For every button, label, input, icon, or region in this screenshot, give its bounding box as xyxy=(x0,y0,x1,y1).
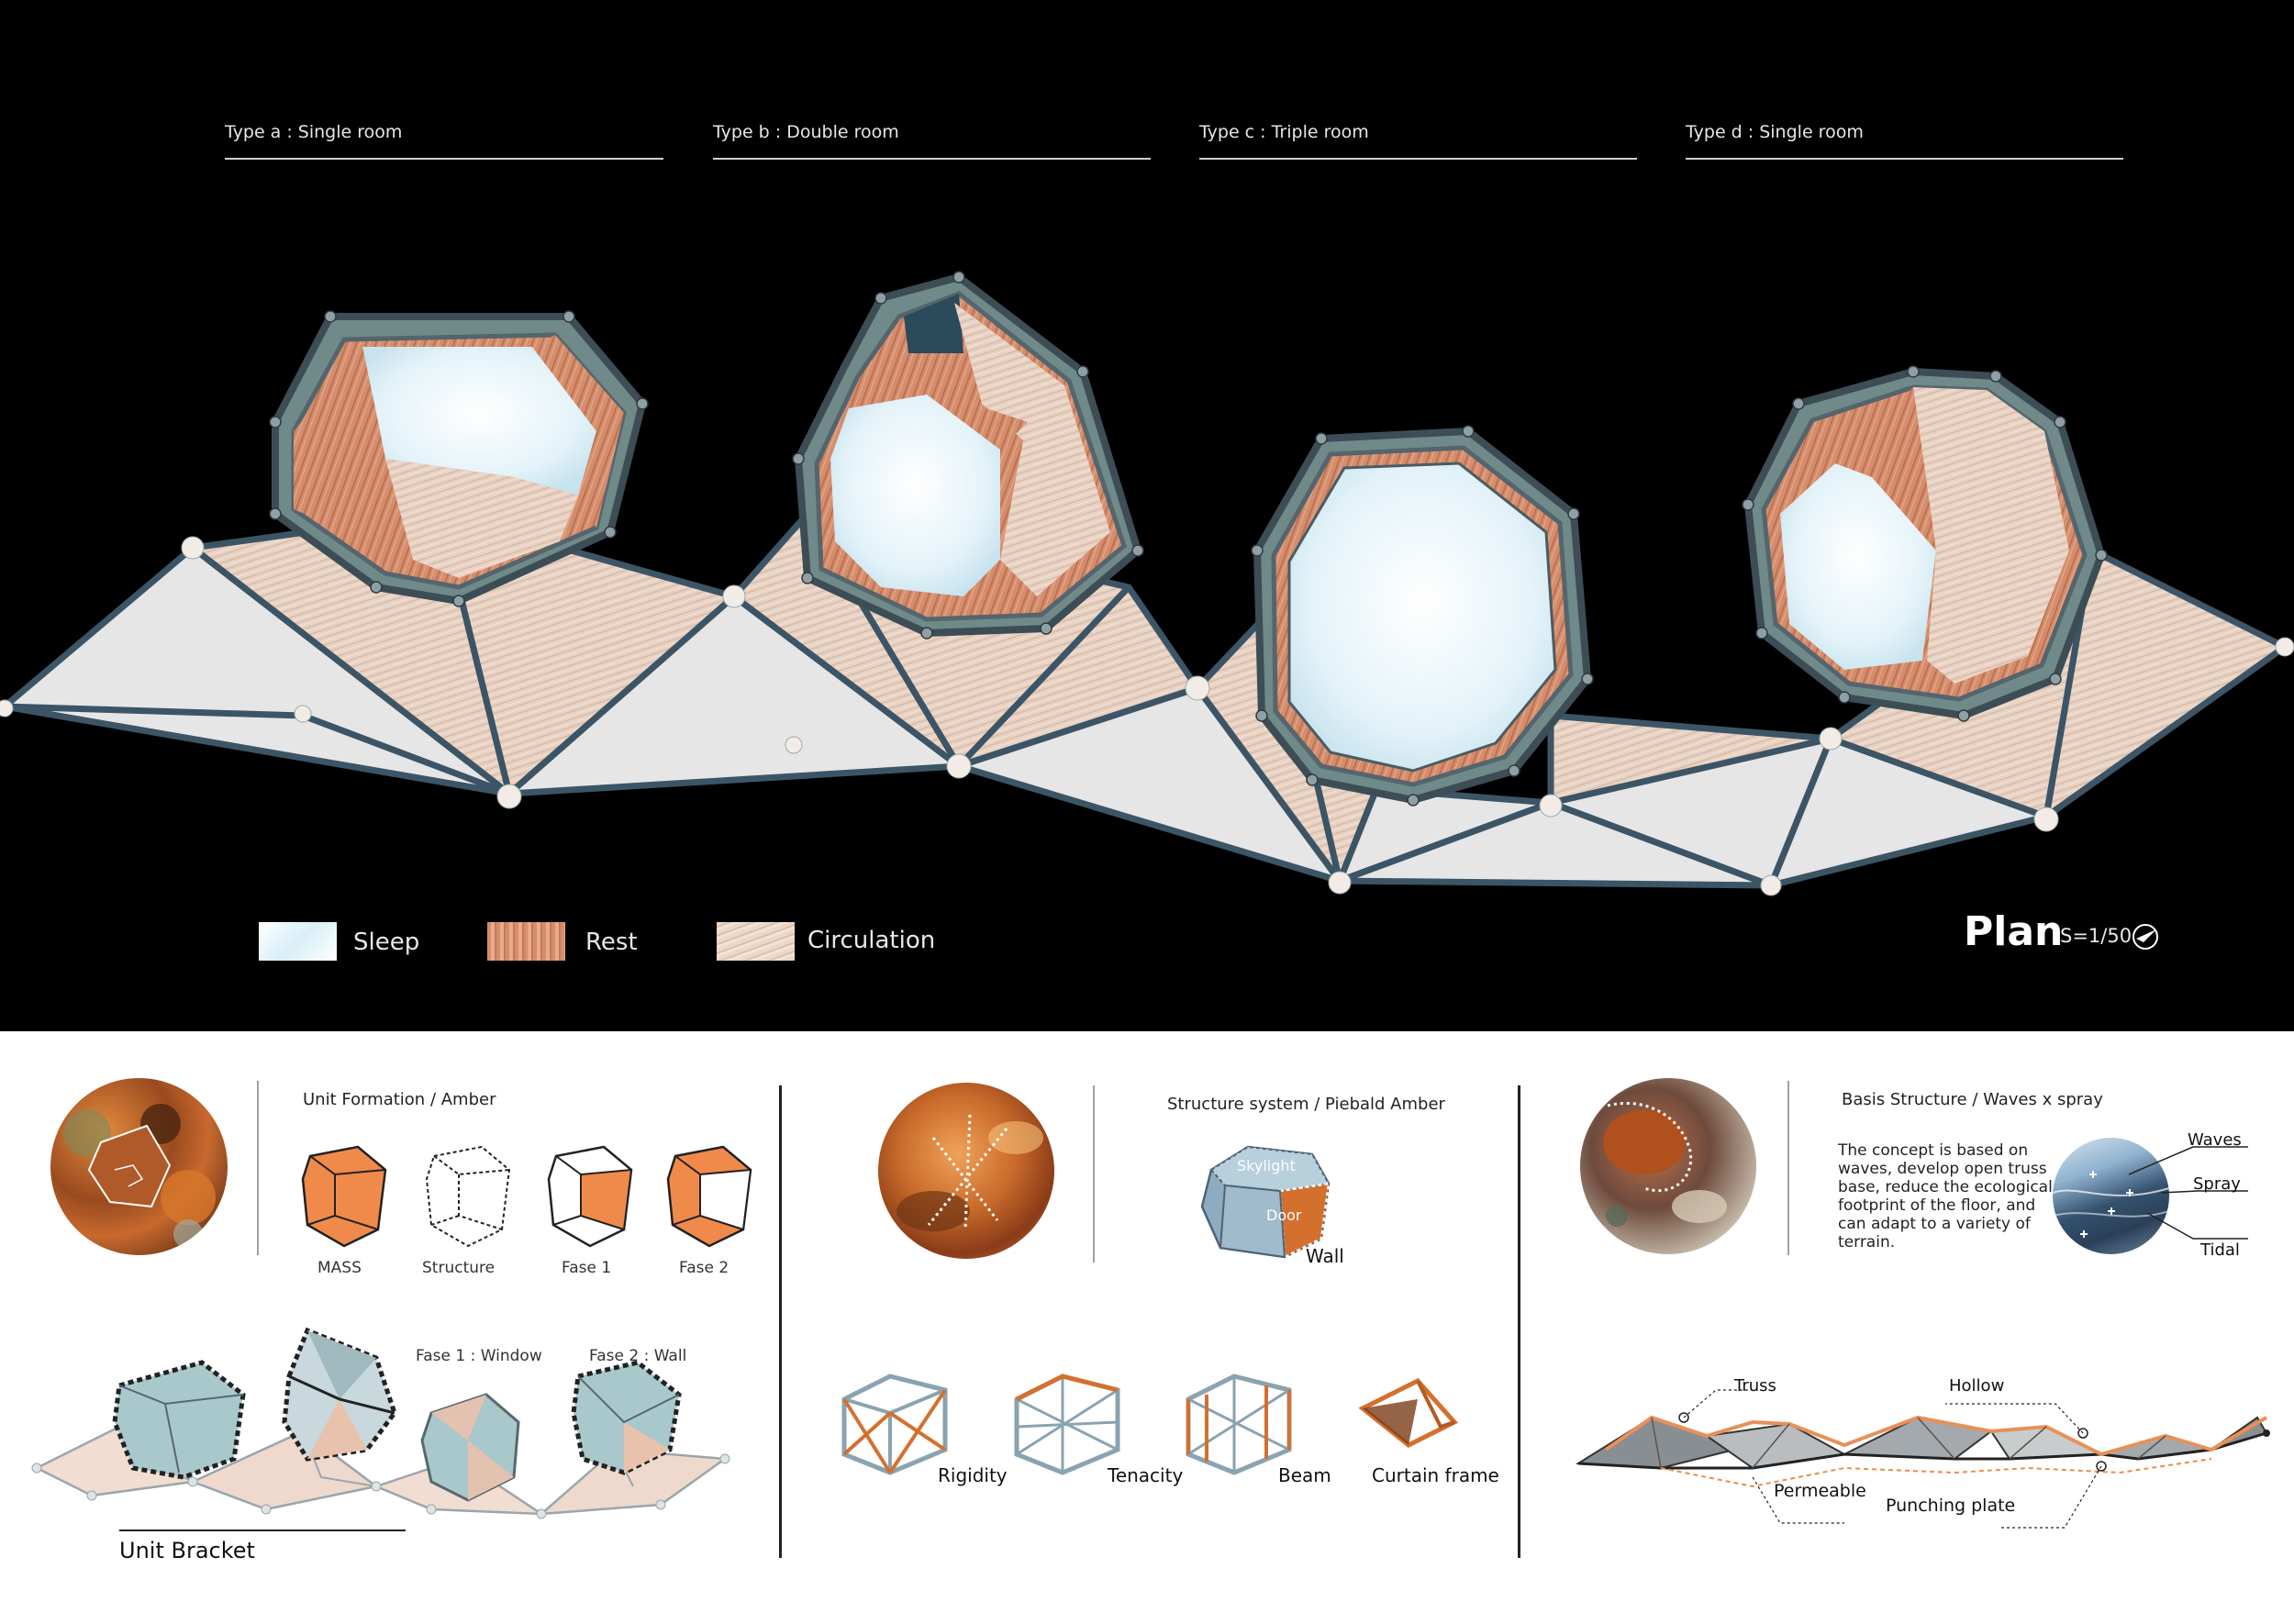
unit-bracket-label: Unit Bracket xyxy=(119,1538,255,1563)
step-label-structure: Structure xyxy=(422,1259,496,1277)
unit-b xyxy=(792,271,1144,640)
structure-system-title: Structure system / Piebald Amber xyxy=(1167,1095,1445,1114)
type-label-beam: Beam xyxy=(1278,1464,1331,1486)
unit-formation-rule xyxy=(257,1081,259,1255)
fase-1-icon xyxy=(547,1145,633,1248)
structure-icon xyxy=(425,1145,511,1248)
type-label-curtain-frame: Curtain frame xyxy=(1372,1464,1499,1486)
phase-label-window: Fase 1 : Window xyxy=(416,1347,542,1365)
structure-system-rule xyxy=(1093,1085,1095,1262)
rigidity-icon xyxy=(841,1374,948,1475)
cube-label-door: Door xyxy=(1266,1207,1302,1224)
type-a-rule xyxy=(225,158,663,160)
unit-bracket-drawing xyxy=(31,1327,730,1519)
type-d-label: Type d : Single room xyxy=(1686,122,1864,142)
section-divider-2 xyxy=(1518,1085,1520,1558)
type-d-rule xyxy=(1686,158,2123,160)
unit-formation-steps xyxy=(301,1145,752,1248)
type-c-label: Type c : Triple room xyxy=(1199,122,1369,142)
legend-label-rest: Rest xyxy=(585,929,638,956)
basis-structure-paragraph: The concept is based on waves, develop o… xyxy=(1838,1141,2053,1251)
unit-c xyxy=(1251,425,1594,806)
unit-bracket-rule xyxy=(119,1529,406,1531)
truss-label-permeable: Permeable xyxy=(1774,1481,1866,1501)
cube-label-wall: Wall xyxy=(1306,1245,1344,1267)
type-c-rule xyxy=(1199,158,1637,160)
bracket-unit-1 xyxy=(112,1360,246,1480)
wave-label-waves: Waves xyxy=(2188,1130,2242,1150)
wave-leader-lines xyxy=(2128,1146,2248,1240)
bracket-unit-3 xyxy=(420,1393,520,1502)
legend-swatch-rest xyxy=(487,922,565,961)
piebald-amber-photo xyxy=(878,1083,1054,1259)
truss-section-drawing xyxy=(1575,1389,2270,1529)
truss-label-truss: Truss xyxy=(1734,1376,1776,1396)
truss-label-punching-plate: Punching plate xyxy=(1886,1496,2016,1516)
legend-swatch-sleep xyxy=(259,922,337,961)
step-label-fase-1: Fase 1 xyxy=(562,1259,612,1277)
phase-label-wall: Fase 2 : Wall xyxy=(589,1347,687,1365)
waves-photo xyxy=(2053,1138,2169,1254)
truss-base xyxy=(1,510,2288,889)
wave-label-spray: Spray xyxy=(2193,1174,2241,1194)
basis-structure-rule xyxy=(1787,1081,1789,1255)
truss-label-hollow: Hollow xyxy=(1949,1376,2005,1396)
step-label-mass: MASS xyxy=(317,1259,362,1277)
type-a-label: Type a : Single room xyxy=(225,122,403,142)
type-b-label: Type b : Double room xyxy=(713,122,899,142)
type-b-rule xyxy=(713,158,1151,160)
plan-drawing xyxy=(0,271,2294,896)
wave-label-tidal: Tidal xyxy=(2200,1240,2240,1260)
step-label-fase-2: Fase 2 xyxy=(679,1259,729,1277)
legend-label-circulation: Circulation xyxy=(807,927,936,954)
unit-d xyxy=(1742,365,2108,722)
curtain-frame-icon xyxy=(1358,1377,1459,1448)
structure-types xyxy=(841,1374,1459,1475)
plan-scale: S=1/50 xyxy=(2060,925,2133,947)
unit-formation-title: Unit Formation / Amber xyxy=(303,1090,496,1109)
mass-icon xyxy=(301,1145,387,1248)
type-label-rigidity: Rigidity xyxy=(938,1464,1008,1486)
bracket-unit-2 xyxy=(282,1327,397,1462)
truss-nodes xyxy=(0,536,2294,896)
bracket-unit-4 xyxy=(571,1360,682,1475)
spray-photo xyxy=(1580,1078,1756,1254)
amber-photo xyxy=(50,1078,228,1255)
plan-title: Plan xyxy=(1964,908,2064,955)
legend-label-sleep: Sleep xyxy=(353,929,420,956)
cube-label-skylight: Skylight xyxy=(1237,1157,1296,1174)
north-arrow-icon xyxy=(2133,924,2158,950)
plan-panel: Type a : Single room Type b : Double roo… xyxy=(0,0,2294,1031)
section-divider-1 xyxy=(779,1085,782,1558)
type-label-tenacity: Tenacity xyxy=(1108,1464,1184,1486)
unit-a xyxy=(269,310,649,607)
tenacity-icon xyxy=(1014,1374,1120,1475)
legend-swatch-circulation xyxy=(717,922,795,961)
beam-icon xyxy=(1186,1374,1292,1475)
basis-structure-title: Basis Structure / Waves x spray xyxy=(1842,1090,2103,1109)
structure-cube: Skylight Door xyxy=(1200,1145,1331,1259)
fase-2-icon xyxy=(666,1145,752,1248)
